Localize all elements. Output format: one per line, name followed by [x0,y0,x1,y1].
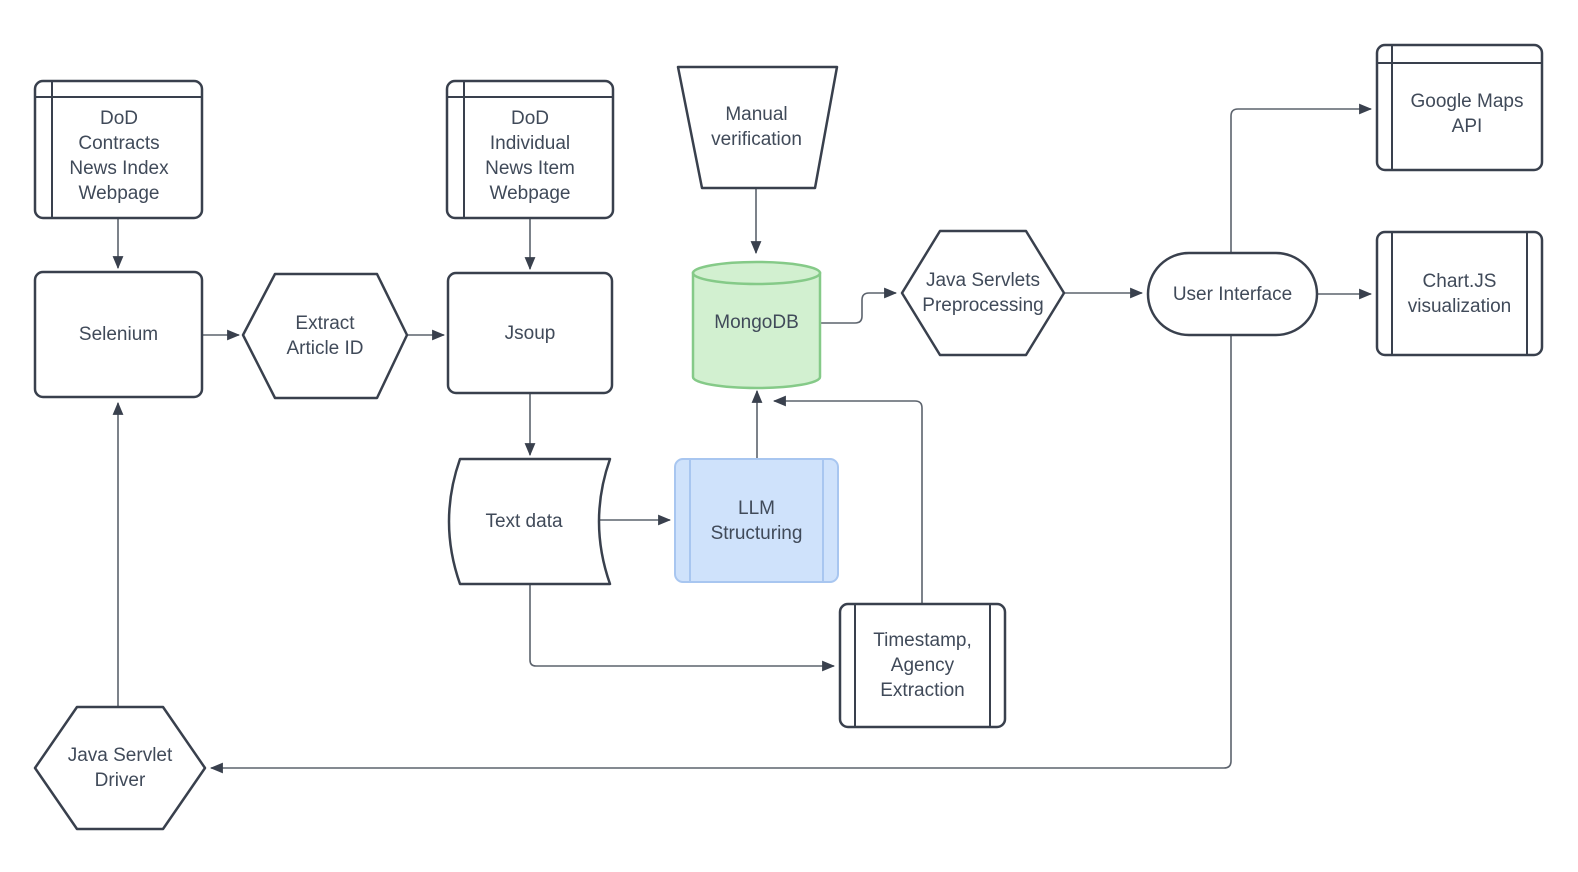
node-google-maps-api-label: Google Maps API [1410,91,1524,137]
node-java-servlet-driver-shape [33,705,207,831]
node-extract-article-id-shape [241,272,409,400]
node-timestamp-agency-extraction-label: Timestamp, Agency Extraction [873,630,972,701]
edge-ui-to-servlet-driver [209,335,1232,774]
node-chartjs-visualization-label: Chart.JS visualization [1407,270,1512,317]
node-selenium-label: Selenium [78,324,159,345]
connectors [112,103,1373,774]
node-text-data-label: Text data [485,510,563,532]
node-shapes [33,43,1544,831]
node-java-servlet-driver-label: Java Servlet Driver [67,745,173,791]
edge-mongodb-to-servlets [820,287,898,324]
node-user-interface-shape [1146,251,1319,337]
node-java-servlets-preprocessing-label: Java Servlets Preprocessing [922,270,1044,316]
node-text-data-shape [447,457,612,586]
node-dod-index-label: DoD Contracts News Index Webpage [69,108,169,204]
node-llm-structuring-label: LLM Structuring [710,497,803,544]
node-dod-index-shape [33,79,204,220]
node-llm-structuring-shape [674,458,839,583]
node-mongodb-label: MongoDB [714,311,799,333]
edge-text-data-to-timestamp [529,584,836,672]
node-extract-article-id-label: Extract Article ID [286,313,364,359]
node-google-maps-api-shape [1375,43,1544,172]
node-manual-verification-label: Manual verification [711,103,802,150]
node-jsoup-label: Jsoup [504,322,556,344]
node-chartjs-visualization-shape [1375,230,1544,357]
node-selenium-shape [33,270,204,399]
edge-ui-to-google-maps [1230,103,1373,253]
node-dod-item-label: DoD Individual News Item Webpage [485,108,575,204]
node-manual-verification-shape [676,65,839,190]
node-timestamp-agency-extraction-shape [838,602,1007,729]
node-dod-item-shape [445,79,615,220]
edge-timestamp-to-mongodb [772,395,923,603]
node-mongodb-shape [691,260,822,390]
node-java-servlets-preprocessing-shape [900,229,1066,357]
node-jsoup-shape [446,271,614,395]
node-user-interface-label: User Interface [1172,283,1293,305]
